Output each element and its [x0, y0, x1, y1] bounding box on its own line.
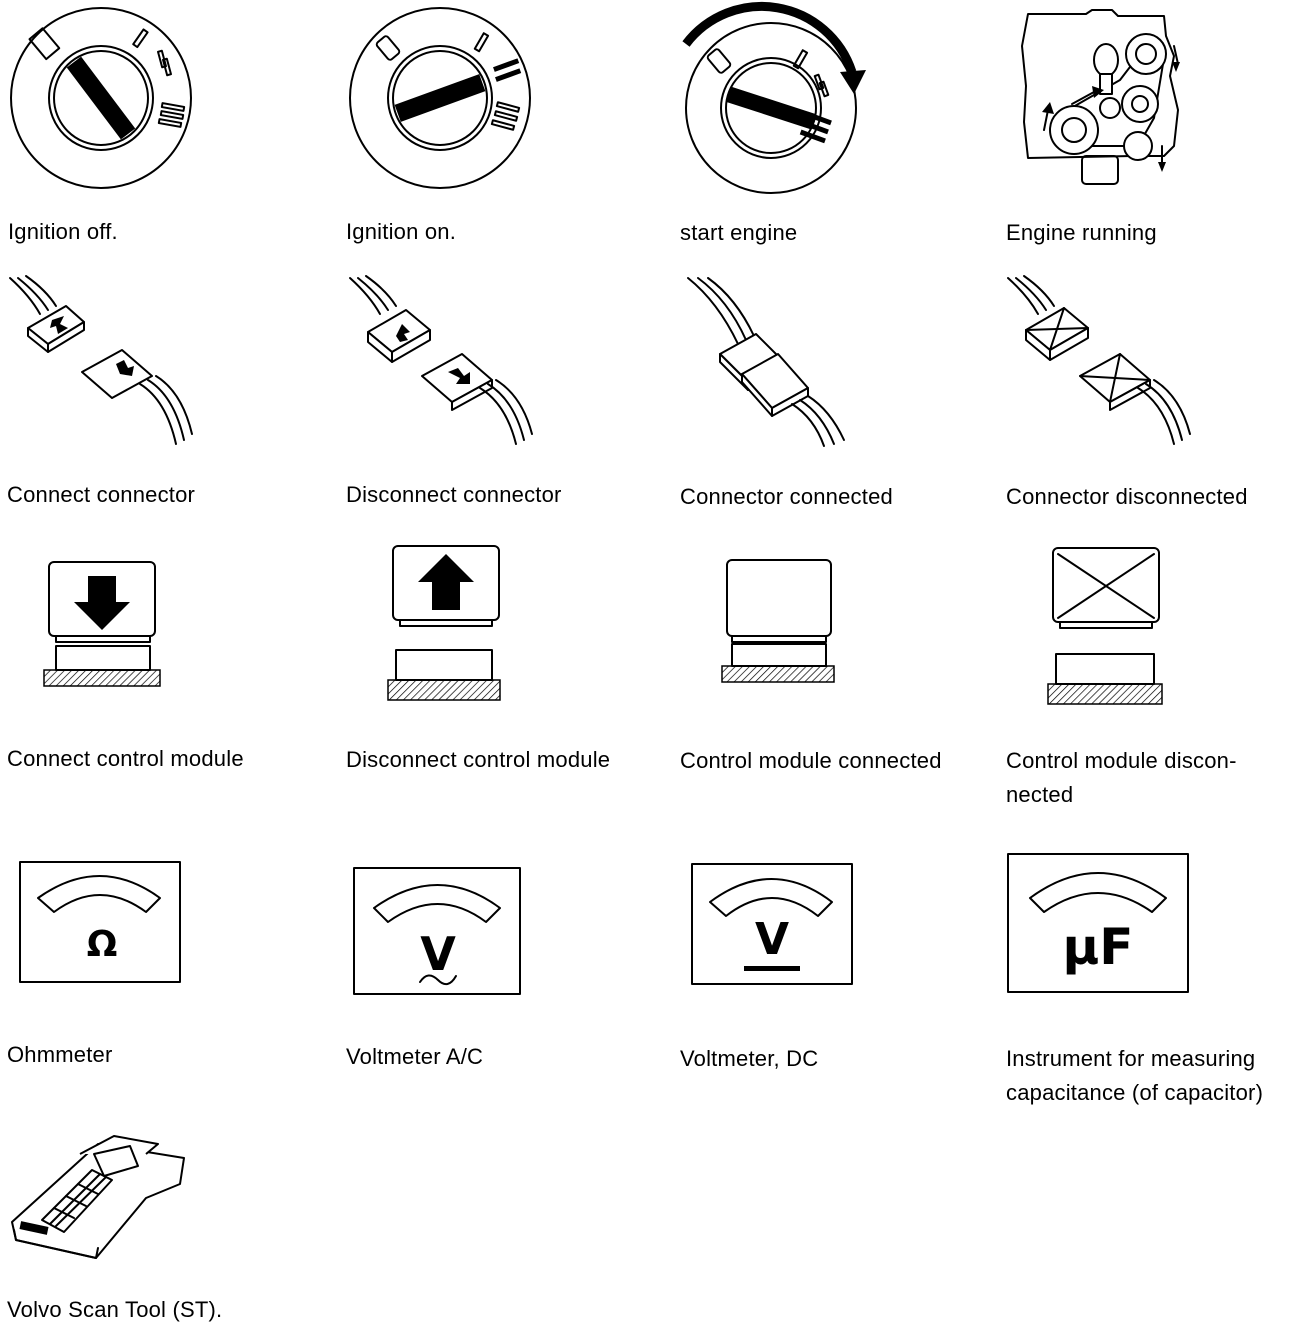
symbol-label: Control module connected — [680, 748, 942, 773]
voltmeter-dc-icon: V — [690, 862, 854, 986]
symbol-label: Ignition on. — [346, 219, 457, 244]
symbol-label: Control module discon- — [1006, 748, 1237, 773]
capacitance-meter-icon: μF — [1006, 852, 1190, 994]
ignition-off-icon — [6, 5, 196, 191]
symbol-label: Engine running — [1006, 220, 1157, 245]
connector-disconnected-icon — [1004, 275, 1194, 448]
disconnect-control-module-icon — [382, 544, 506, 706]
disconnect-connector-icon — [346, 275, 536, 448]
symbol-label: Disconnect control module — [346, 747, 611, 772]
symbol-label: Volvo Scan Tool (ST). — [7, 1297, 223, 1322]
symbol-label: Disconnect connector — [346, 482, 562, 507]
microfarad-symbol: μF — [1063, 918, 1134, 976]
symbol-label: Voltmeter, DC — [680, 1046, 819, 1071]
ohmmeter-icon: Ω — [18, 860, 182, 984]
control-module-connected-icon — [716, 558, 840, 688]
volvo-scan-tool-icon — [8, 1135, 188, 1262]
start-engine-icon — [676, 1, 866, 196]
symbol-label: Connector disconnected — [1006, 484, 1248, 509]
connect-connector-icon — [6, 275, 196, 448]
symbol-label-line2: capacitance (of capacitor) — [1006, 1080, 1264, 1105]
symbol-label: Connect connector — [7, 482, 196, 507]
connect-control-module-icon — [40, 560, 164, 690]
connector-connected-icon — [684, 277, 864, 450]
symbol-label: Connector connected — [680, 484, 893, 509]
volt-symbol: V — [755, 914, 789, 965]
symbol-label: Ignition off. — [8, 219, 118, 244]
control-module-disconnected-icon — [1044, 546, 1168, 710]
symbol-label: Ohmmeter — [7, 1042, 113, 1067]
symbol-label: Voltmeter A/C — [346, 1044, 484, 1069]
symbol-label: start engine — [680, 220, 798, 245]
symbol-label: Connect control module — [7, 746, 244, 771]
symbol-label-line2: nected — [1006, 782, 1074, 807]
volt-symbol: V — [420, 927, 456, 981]
engine-running-icon — [1014, 6, 1194, 190]
ignition-on-icon — [345, 5, 535, 191]
symbol-label: Instrument for measuring — [1006, 1046, 1256, 1071]
ohm-symbol: Ω — [87, 924, 118, 965]
voltmeter-ac-icon: V — [352, 866, 522, 996]
